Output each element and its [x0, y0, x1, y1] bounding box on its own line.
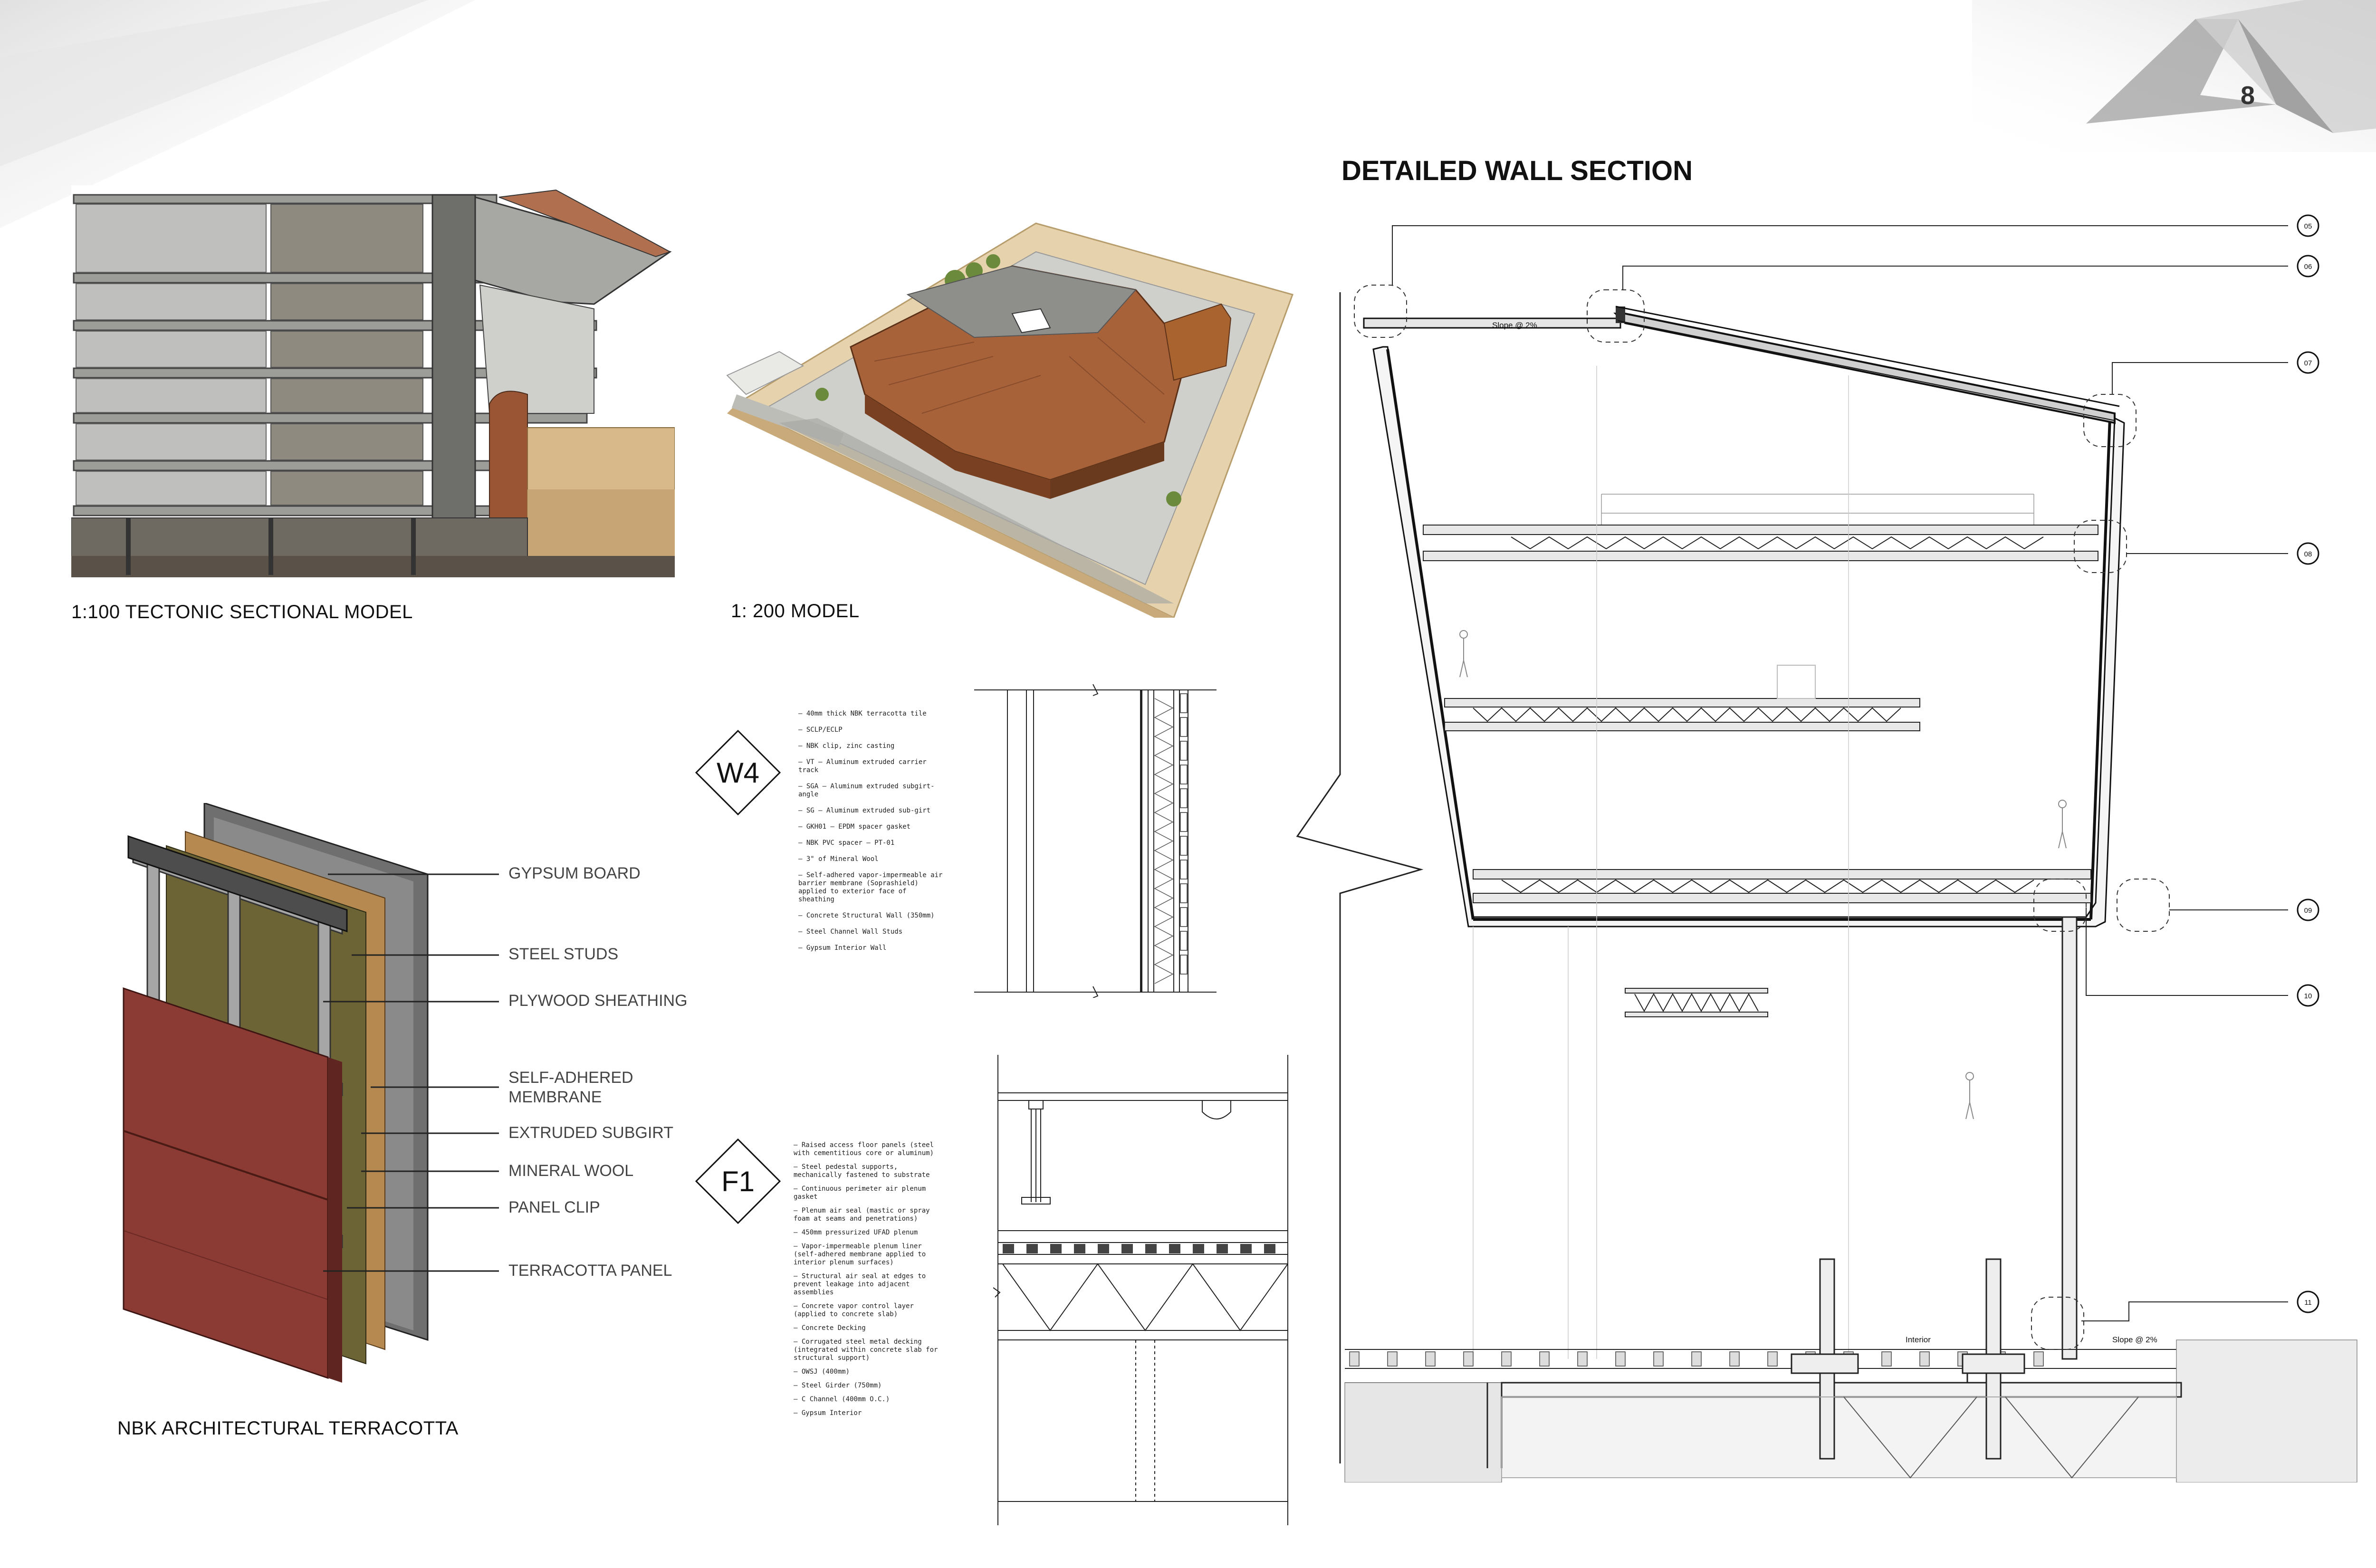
legend-f1-item: – Raised access floor panels (steel with… — [794, 1141, 938, 1157]
corner-decoration-top-left — [0, 0, 475, 228]
callout-06: 06 — [2304, 263, 2312, 271]
layer-label-self-adhered-membrane: SELF-ADHERED MEMBRANE — [508, 1069, 633, 1106]
sectional-model-photo — [71, 185, 675, 580]
interior-label: Interior — [1906, 1335, 1931, 1344]
caption-massing-model: 1: 200 MODEL — [731, 601, 860, 621]
layer-label-panel-clip: PANEL CLIP — [508, 1198, 600, 1216]
layer-label-mineral-wool: MINERAL WOOL — [508, 1162, 634, 1180]
legend-f1-item: – Steel Girder (750mm) — [794, 1382, 882, 1389]
layer-label-terracotta-panel: TERRACOTTA PANEL — [508, 1262, 672, 1280]
legend-w4-item: – SG – Aluminum extruded sub-girt — [798, 807, 931, 814]
detail-tag-f1: F1 — [695, 1138, 781, 1224]
legend-f1-item: – Corrugated steel metal decking (integr… — [794, 1338, 942, 1362]
legend-w4-item: – NBK clip, zinc casting — [798, 742, 895, 750]
legend-w4-item: – Self-adhered vapor-impermeable air bar… — [798, 871, 947, 903]
wall-section-drawing: Slope @ 2% — [1296, 214, 2357, 1482]
legend-w4-item: – Concrete Structural Wall (350mm) — [798, 912, 935, 919]
layer-label-extruded-subgirt: EXTRUDED SUBGIRT — [508, 1124, 673, 1142]
legend-w4-item: – Steel Channel Wall Studs — [798, 928, 903, 936]
callout-07: 07 — [2304, 359, 2312, 367]
legend-w4-item: – 3" of Mineral Wool — [798, 855, 879, 863]
legend-w4-item: – VT – Aluminum extruded carrier track — [798, 758, 931, 774]
legend-w4-item: – NBK PVC spacer – PT-01 — [798, 839, 895, 847]
legend-f1-item: – Steel pedestal supports, mechanically … — [794, 1163, 930, 1179]
legend-w4-item: – GKH01 – EPDM spacer gasket — [798, 823, 911, 831]
callout-05: 05 — [2304, 222, 2312, 230]
legend-f1-item: – 450mm pressurized UFAD plenum — [794, 1229, 918, 1236]
legend-w4-item: – SGA – Aluminum extruded subgirt-angle — [798, 783, 935, 798]
callout-08: 08 — [2304, 550, 2312, 558]
callout-09: 09 — [2304, 907, 2312, 915]
terracotta-assembly-axon — [123, 803, 429, 1383]
legend-f1-item: – C Channel (400mm O.C.) — [794, 1396, 890, 1403]
legend-f1-item: – OWSJ (400mm) — [794, 1368, 850, 1376]
legend-f1-item: – Concrete vapor control layer (applied … — [794, 1302, 918, 1318]
legend-w4-item: – 40mm thick NBK terracotta tile — [798, 710, 927, 717]
legend-f1: – Raised access floor panels (steel with… — [794, 1141, 941, 1423]
corner-decoration-top-right — [1972, 0, 2376, 152]
legend-f1-item: – Structural air seal at edges to preven… — [794, 1272, 930, 1296]
legend-w4: – 40mm thick NBK terracotta tile – SCLP/… — [798, 710, 946, 960]
detail-w4-drawing — [974, 684, 1217, 998]
callout-10: 10 — [2304, 992, 2312, 1000]
terracotta-leader-lines — [323, 873, 499, 1272]
layer-label-gypsum-board: GYPSUM BOARD — [508, 864, 641, 882]
sheet-title: DETAILED WALL SECTION — [1341, 155, 1693, 186]
legend-f1-item: – Vapor-impermeable plenum liner (self-a… — [794, 1243, 930, 1266]
detail-f1-drawing — [993, 1055, 1288, 1525]
legend-w4-item: – SCLP/ECLP — [798, 726, 843, 734]
page-number: 8 — [2241, 81, 2255, 110]
slope-ground-label: Slope @ 2% — [2112, 1335, 2157, 1344]
massing-model-photo — [726, 222, 1293, 618]
caption-sectional-model: 1:100 TECTONIC SECTIONAL MODEL — [71, 602, 413, 622]
slope-roof-label: Slope @ 2% — [1492, 321, 1537, 330]
callout-11: 11 — [2304, 1299, 2312, 1307]
layer-label-plywood-sheathing: PLYWOOD SHEATHING — [508, 992, 688, 1010]
layer-label-steel-studs: STEEL STUDS — [508, 945, 619, 963]
detail-tag-w4: W4 — [695, 729, 781, 816]
detail-tag-f1-label: F1 — [721, 1166, 755, 1197]
legend-f1-item: – Continuous perimeter air plenum gasket — [794, 1185, 930, 1201]
legend-f1-item: – Plenum air seal (mastic or spray foam … — [794, 1207, 934, 1223]
legend-f1-item: – Gypsum Interior — [794, 1409, 862, 1417]
caption-terracotta: NBK ARCHITECTURAL TERRACOTTA — [117, 1418, 459, 1439]
legend-w4-item: – Gypsum Interior Wall — [798, 944, 887, 952]
legend-f1-item: – Concrete Decking — [794, 1324, 866, 1332]
detail-tag-w4-label: W4 — [717, 757, 759, 789]
